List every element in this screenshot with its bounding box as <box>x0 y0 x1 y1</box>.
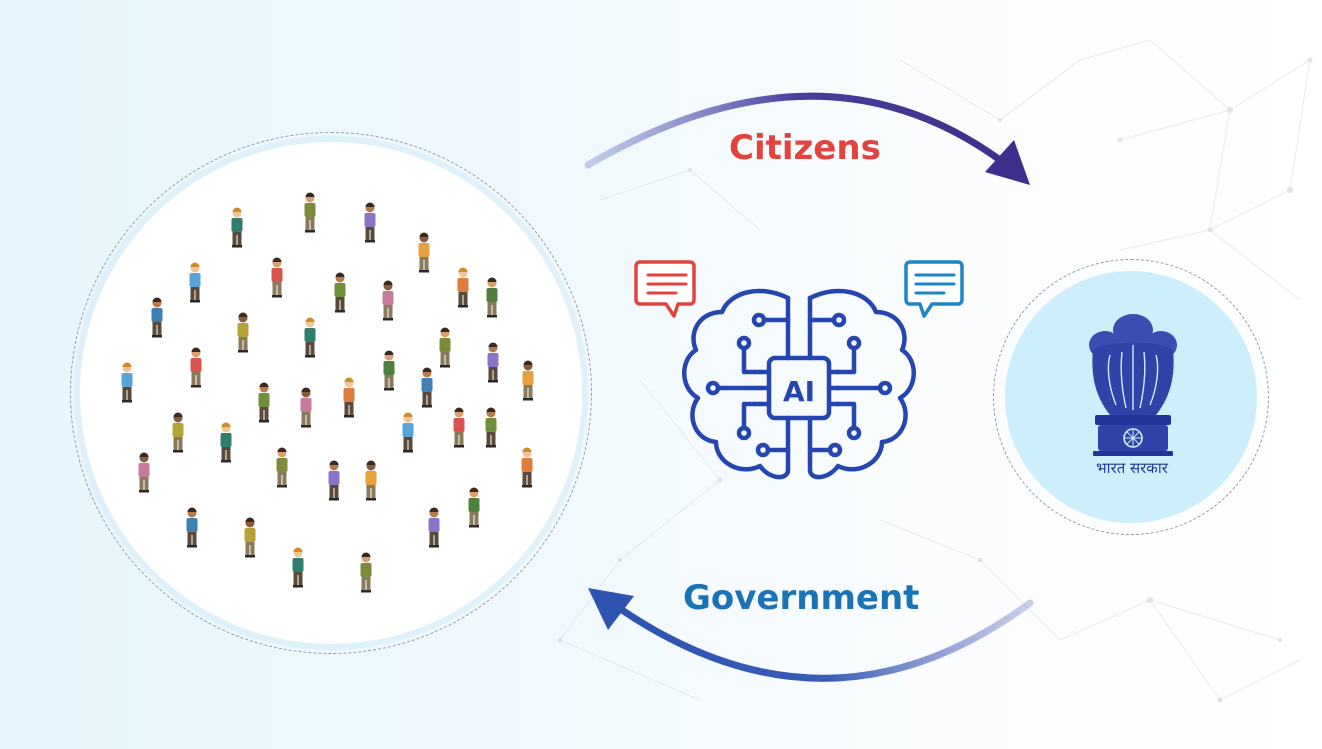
person-figure-icon <box>439 327 451 368</box>
person-figure-icon <box>360 552 372 593</box>
person-figure-icon <box>258 382 270 423</box>
person-figure-icon <box>343 377 355 418</box>
person-figure-icon <box>402 412 414 453</box>
chat-bubble-left-icon <box>634 260 696 318</box>
citizens-circle <box>80 142 582 644</box>
person-figure-icon <box>365 460 377 501</box>
person-figure-icon <box>244 517 256 558</box>
person-figure-icon <box>151 297 163 338</box>
person-figure-icon <box>522 360 534 401</box>
arrow-head-right-icon <box>985 140 1030 185</box>
person-figure-icon <box>334 272 346 313</box>
person-figure-icon <box>172 412 184 453</box>
arrow-head-left-icon <box>588 588 634 630</box>
person-figure-icon <box>304 192 316 233</box>
chat-bubble-right-icon <box>904 260 964 318</box>
person-figure-icon <box>220 422 232 463</box>
person-figure-icon <box>189 262 201 303</box>
person-figure-icon <box>487 342 499 383</box>
emblem-caption: भारत सरकार <box>1096 459 1168 477</box>
person-figure-icon <box>521 447 533 488</box>
person-figure-icon <box>421 367 433 408</box>
person-figure-icon <box>457 267 469 308</box>
person-figure-icon <box>276 447 288 488</box>
person-figure-icon <box>292 547 304 588</box>
person-figure-icon <box>186 507 198 548</box>
person-figure-icon <box>468 487 480 528</box>
arrow-to-government <box>584 92 1004 169</box>
person-figure-icon <box>383 350 395 391</box>
person-figure-icon <box>364 202 376 243</box>
person-figure-icon <box>486 277 498 318</box>
person-figure-icon <box>418 232 430 273</box>
government-label: Government <box>683 578 920 618</box>
person-figure-icon <box>237 312 249 353</box>
citizens-circle-border <box>70 132 592 654</box>
person-figure-icon <box>300 387 312 428</box>
person-figure-icon <box>271 257 283 298</box>
government-circle-border <box>993 259 1269 535</box>
person-figure-icon <box>328 460 340 501</box>
person-figure-icon <box>121 362 133 403</box>
person-figure-icon <box>138 452 150 493</box>
person-figure-icon <box>453 407 465 448</box>
arrow-to-citizens <box>618 599 1034 682</box>
person-figure-icon <box>428 507 440 548</box>
person-figure-icon <box>304 317 316 358</box>
person-figure-icon <box>190 347 202 388</box>
ai-chip-label: AI <box>783 375 815 408</box>
person-figure-icon <box>485 407 497 448</box>
citizens-label: Citizens <box>729 128 881 168</box>
person-figure-icon <box>231 207 243 248</box>
person-figure-icon <box>382 280 394 321</box>
